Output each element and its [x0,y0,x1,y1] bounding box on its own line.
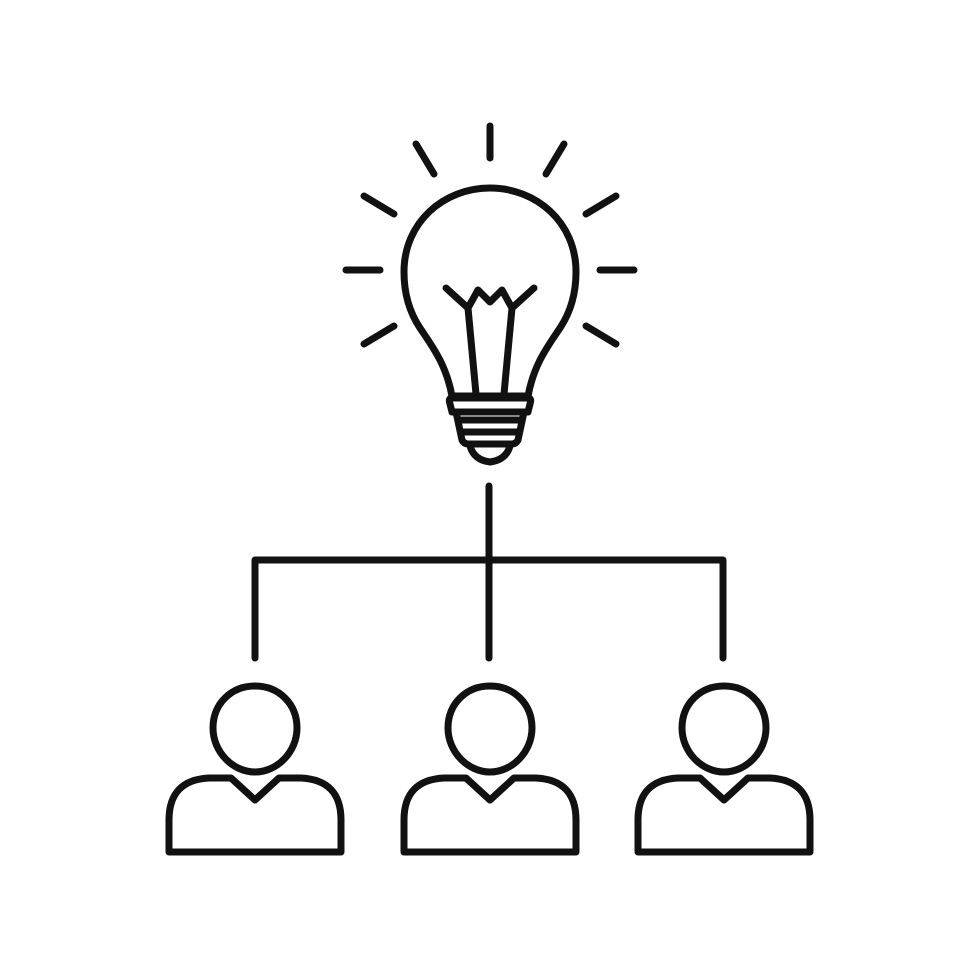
person-head [678,682,770,776]
ray-lower-right [582,322,620,348]
person-icon [165,682,345,856]
bulb-glass [400,184,580,400]
person-icon [634,682,814,856]
bulb-tip [466,442,514,466]
person-body [400,774,580,856]
ray-top-left [412,140,438,178]
lightbulb-icon [400,184,580,466]
bulb-filament [442,284,538,312]
person-head [209,682,301,776]
ray-upper-right [582,192,620,218]
person-body [165,774,345,856]
filament-right-support [500,304,516,398]
filament-left-support [464,304,480,398]
ray-lower-left [360,322,398,348]
ray-top-right [542,140,568,178]
connector-lines [251,482,727,662]
ray-upper-left [360,192,398,218]
horizontal-branch-line [251,556,727,662]
person-icon [400,682,580,856]
person-body [634,774,814,856]
bulb-base-body [452,408,528,448]
person-head [444,682,536,776]
bulb-base-band-1 [445,394,535,416]
light-rays-icon [342,122,638,348]
